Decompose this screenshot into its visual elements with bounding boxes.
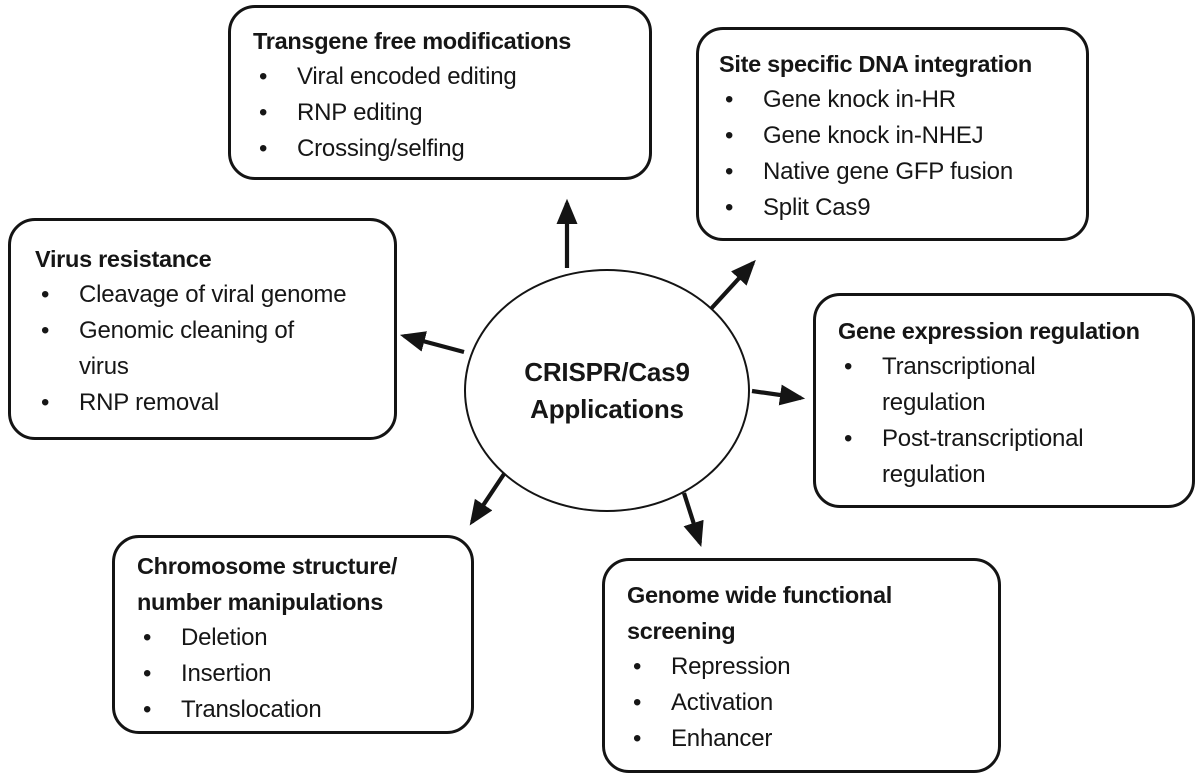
- list-item: Gene knock in-HR: [719, 82, 1078, 118]
- box-title: Transgene free modifications: [253, 28, 572, 54]
- arrow-right-icon: [751, 384, 806, 406]
- center-node-crispr-cas9: CRISPR/Cas9 Applications: [464, 269, 750, 512]
- box-chromosome-structure-manipulations: Chromosome structure/ number manipulatio…: [112, 535, 474, 734]
- list-item: Activation: [627, 685, 990, 721]
- box-title: Chromosome structure/ number manipulatio…: [137, 553, 398, 615]
- list-item: Gene knock in-NHEJ: [719, 118, 1078, 154]
- box-site-specific-dna-integration: Site specific DNA integration Gene knock…: [696, 27, 1089, 241]
- bullet-list: Cleavage of viral genome Genomic cleanin…: [35, 277, 386, 421]
- list-item: Repression: [627, 649, 990, 685]
- box-title: Gene expression regulation: [838, 318, 1140, 344]
- box-gene-expression-regulation: Gene expression regulation Transcription…: [813, 293, 1195, 508]
- list-item: Deletion: [137, 620, 463, 656]
- arrow-down-icon: [681, 492, 704, 548]
- box-title: Site specific DNA integration: [719, 51, 1032, 77]
- list-item: Post-transcriptional regulation: [838, 421, 1184, 493]
- arrow-up-right-icon: [707, 259, 756, 313]
- box-virus-resistance: Virus resistance Cleavage of viral genom…: [8, 218, 397, 440]
- arrow-down-left-icon: [469, 472, 506, 526]
- list-item: Enhancer: [627, 721, 990, 757]
- list-item: Insertion: [137, 656, 463, 692]
- list-item: Genomic cleaning of virus: [35, 313, 386, 385]
- list-item: Crossing/selfing: [253, 131, 631, 167]
- bullet-list: Gene knock in-HR Gene knock in-NHEJ Nati…: [719, 82, 1078, 226]
- box-title: Genome wide functional screening: [627, 582, 892, 644]
- bullet-list: Viral encoded editing RNP editing Crossi…: [253, 59, 631, 167]
- arrow-left-icon: [399, 331, 465, 355]
- bullet-list: Transcriptional regulation Post-transcri…: [838, 349, 1184, 493]
- list-item: Split Cas9: [719, 190, 1078, 226]
- center-node-label: CRISPR/Cas9 Applications: [524, 356, 690, 424]
- list-item: Viral encoded editing: [253, 59, 631, 95]
- list-item: Native gene GFP fusion: [719, 154, 1078, 190]
- box-transgene-free-modifications: Transgene free modifications Viral encod…: [228, 5, 652, 180]
- bullet-list: Repression Activation Enhancer: [627, 649, 990, 757]
- list-item: RNP removal: [35, 385, 386, 421]
- list-item: RNP editing: [253, 95, 631, 131]
- box-genome-wide-functional-screening: Genome wide functional screening Repress…: [602, 558, 1001, 773]
- list-item: Transcriptional regulation: [838, 349, 1184, 421]
- list-item: Cleavage of viral genome: [35, 277, 386, 313]
- bullet-list: Deletion Insertion Translocation: [137, 620, 463, 728]
- box-title: Virus resistance: [35, 246, 212, 272]
- list-item: Translocation: [137, 692, 463, 728]
